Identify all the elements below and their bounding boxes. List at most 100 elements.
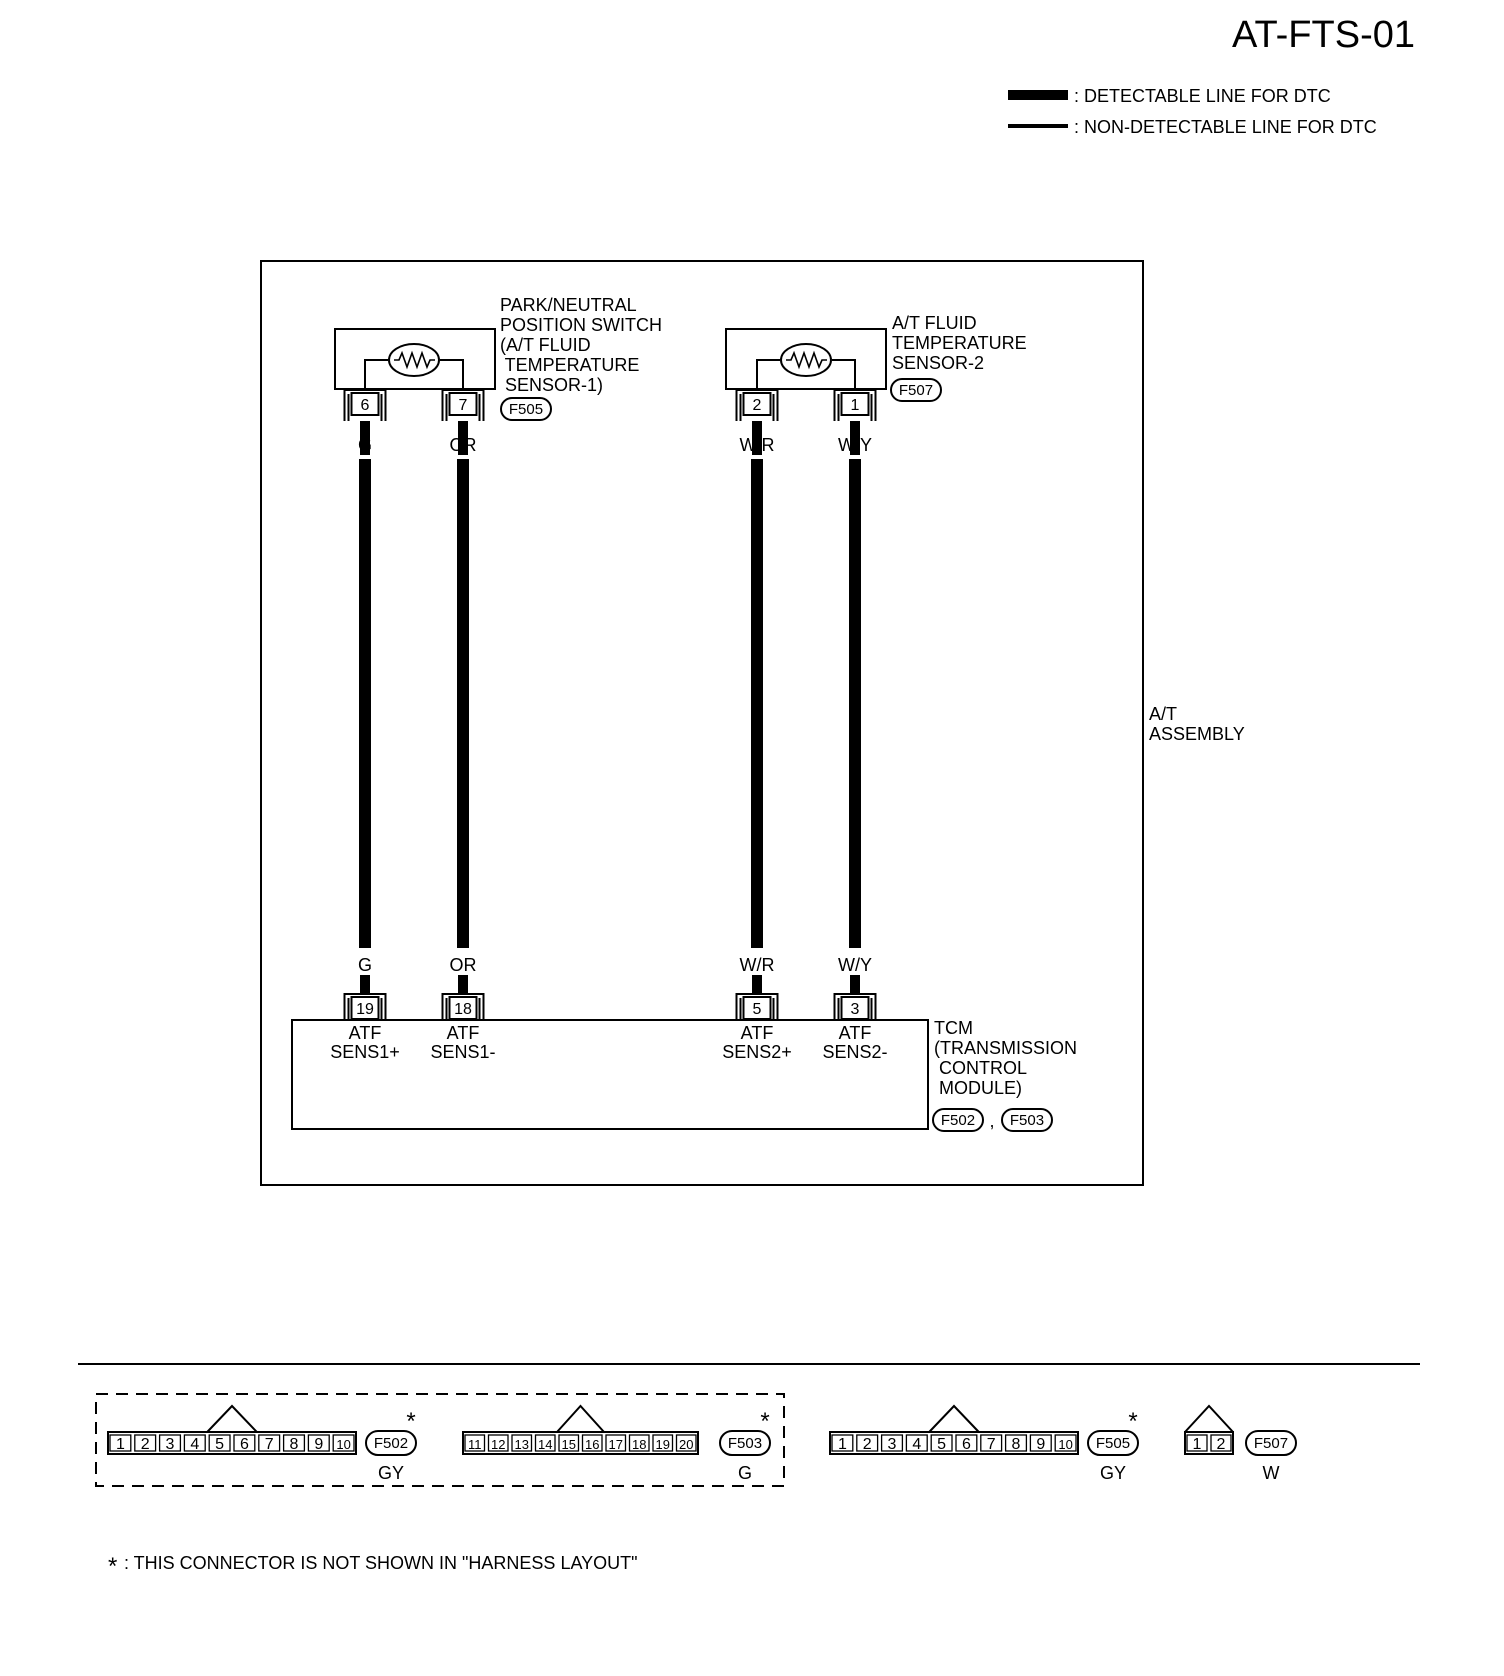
wire-label-bottom-or: OR — [450, 955, 477, 975]
connector-view-f502-not-in-layout-mark: * — [406, 1408, 415, 1435]
connector-view-f507-lock-tab — [1184, 1404, 1234, 1433]
footnote-text: : THIS CONNECTOR IS NOT SHOWN IN "HARNES… — [124, 1553, 638, 1573]
connector-view-f502-pin-cell — [258, 1434, 281, 1452]
connector-view-f507-body — [1184, 1431, 1234, 1455]
footnote-symbol: * — [108, 1553, 117, 1580]
connector-view-f503-pin: 18 — [632, 1437, 646, 1452]
sensor-terminals: 6 7 2 1 — [343, 389, 877, 421]
connector-view-f505-pin: 4 — [912, 1436, 921, 1453]
wire-wy-bottom-stub — [850, 975, 860, 994]
tcm-pin-label-19-line-2: SENS1+ — [330, 1042, 400, 1062]
wire-label-top-wy: W/Y — [838, 435, 872, 455]
connector-view-f505-pin-cell — [980, 1434, 1003, 1452]
connector-view-f505-pin-cell — [1004, 1434, 1028, 1452]
connector-view-f502-pin: 5 — [215, 1436, 224, 1453]
wire-wr — [751, 459, 763, 948]
sensor-1 — [334, 328, 496, 390]
tcm-box — [291, 1019, 929, 1130]
connector-view-f505-badge — [1087, 1430, 1139, 1456]
sensor-2-label-line-2: TEMPERATURE — [892, 333, 1027, 353]
diagram-code: AT-FTS-01 — [1232, 14, 1415, 56]
tcm-connector-badge-1 — [932, 1108, 984, 1132]
connector-view-f503-pin-cell — [581, 1434, 603, 1452]
wire-or-bottom-stub — [458, 975, 468, 994]
sensor-2-connector-id: F507 — [899, 382, 933, 399]
tcm-label-line-2: (TRANSMISSION — [934, 1038, 1077, 1058]
wire-wy-top-stub — [850, 421, 860, 455]
connector-view-f505-pin-cell — [1029, 1434, 1052, 1452]
connector-view-f505-pin: 6 — [962, 1436, 971, 1453]
wire-wr-top-stub — [752, 421, 762, 455]
connector-view-f502-lock-tab — [206, 1404, 258, 1433]
sensor-1-body — [334, 328, 496, 390]
connector-view-f505-color: GY — [1100, 1463, 1126, 1483]
connector-view-f503-not-in-layout-mark: * — [760, 1408, 769, 1435]
sensor-2-connector-badge — [890, 378, 942, 402]
connector-view-f505-pin: 1 — [838, 1436, 847, 1453]
wire-wy — [849, 459, 861, 948]
wire-label-bottom-wy: W/Y — [838, 955, 872, 975]
terminal-sensor1-pin-7-number: 7 — [459, 397, 468, 414]
connector-view-f502-pin: 2 — [141, 1436, 150, 1453]
tcm-pin-label-5-line-2: SENS2+ — [722, 1042, 792, 1062]
tcm-connector-separator: , — [989, 1111, 994, 1131]
sensor-1-connector-badge — [500, 397, 552, 421]
connector-view-f503-pin-cell — [605, 1434, 627, 1452]
terminal-tcm-pin-3-number: 3 — [851, 1001, 860, 1018]
terminal-sensor1-pin-7: 7 — [441, 389, 485, 421]
connector-view-f502-pin-cell — [183, 1434, 206, 1452]
terminal-tcm-pin-19-number: 19 — [356, 1001, 374, 1018]
tcm-label-line-1: TCM — [934, 1018, 973, 1038]
connector-view-f505-id: F505 — [1096, 1435, 1130, 1452]
connector-view-f502-pin: 9 — [314, 1436, 323, 1453]
wire-wr-bottom-stub — [752, 975, 762, 994]
connector-view-f503-pin: 19 — [656, 1437, 670, 1452]
terminal-sensor2-pin-1: 1 — [833, 389, 877, 421]
connector-view-f502-pin-cell — [158, 1434, 182, 1452]
connector-view-f503-pin-cell — [652, 1434, 674, 1452]
terminal-tcm-pin-18-number: 18 — [454, 1001, 472, 1018]
wire-label-top-wr: W/R — [740, 435, 775, 455]
connector-view-f505-not-in-layout-mark: * — [1128, 1408, 1137, 1435]
connector-view-f507-badge — [1245, 1430, 1297, 1456]
connector-view-f502-pin: 4 — [190, 1436, 199, 1453]
connector-view-f502-pin: 6 — [240, 1436, 249, 1453]
sensor-1-label-line-3: (A/T FLUID — [500, 335, 591, 355]
assembly-label-line-1: A/T — [1149, 704, 1177, 724]
connector-view-f503-pin-cell — [534, 1434, 556, 1452]
terminal-sensor2-pin-2: 2 — [735, 389, 779, 421]
tcm-connector-id-2: F503 — [1010, 1112, 1044, 1129]
terminal-tcm-pin-18: 18 — [441, 993, 485, 1025]
connector-view-f505-pin-cell — [856, 1434, 879, 1452]
connector-view-f503-pin: 11 — [468, 1437, 482, 1452]
connector-view-f505-pin-cell — [880, 1434, 904, 1452]
tcm-connector-badge-2 — [1001, 1108, 1053, 1132]
at-assembly-box — [260, 260, 1144, 1186]
connector-view-f507-pin-cell — [1210, 1434, 1232, 1452]
sensor-1-connector-id: F505 — [509, 401, 543, 418]
connector-view-f505-pin: 8 — [1012, 1436, 1021, 1453]
terminal-sensor1-pin-6-number: 6 — [361, 397, 370, 414]
wire-label-top-or: OR — [450, 435, 477, 455]
connector-view-f507-color: W — [1263, 1463, 1280, 1483]
tcm-pin-label-18-line-2: SENS1- — [430, 1042, 495, 1062]
connector-view-f505-pin: 5 — [937, 1436, 946, 1453]
wire-or-top-stub — [458, 421, 468, 455]
wire-label-bottom-wr: W/R — [740, 955, 775, 975]
tcm-pin-label-5-line-1: ATF — [741, 1023, 774, 1043]
connector-view-f502-pin-cell — [282, 1434, 306, 1452]
connector-view-f507-pin: 1 — [1193, 1436, 1202, 1453]
terminal-tcm-pin-3: 3 — [833, 993, 877, 1025]
legend-thick-line — [1008, 90, 1068, 100]
connector-view-f503-pin: 20 — [679, 1437, 693, 1452]
tcm-pin-label-19-line-1: ATF — [349, 1023, 382, 1043]
connector-view-f502-pin: 1 — [116, 1436, 125, 1453]
connector-view-f503-lock-tab — [556, 1404, 605, 1433]
connector-view-f505-pin: 3 — [888, 1436, 897, 1453]
wires — [359, 421, 861, 994]
